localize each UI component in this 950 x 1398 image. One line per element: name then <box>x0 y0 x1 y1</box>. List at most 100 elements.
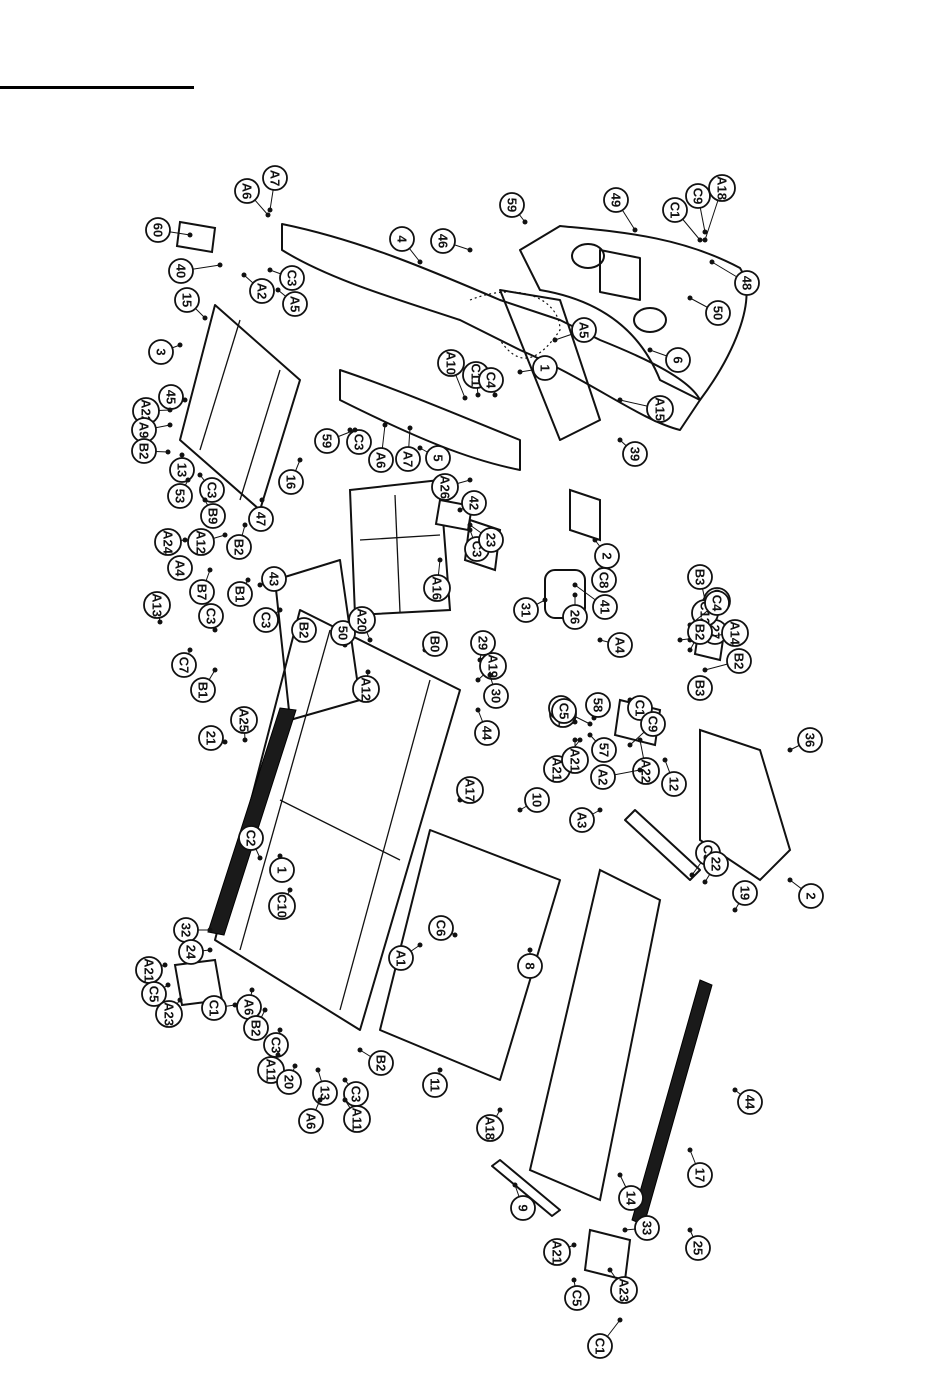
callout-label: A21 <box>568 748 583 772</box>
fastener-mark <box>687 1147 693 1153</box>
callout-circle <box>456 776 484 804</box>
callout-label: A16 <box>430 576 445 600</box>
callout-label: B2 <box>732 653 747 670</box>
callout-circle <box>704 590 730 616</box>
callout-label: A7 <box>268 170 283 187</box>
callout-circle <box>198 603 224 629</box>
callout-label: A5 <box>577 322 592 339</box>
part-callout: A12 <box>187 528 215 556</box>
callout-label: B1 <box>233 586 248 603</box>
part-callout: C7 <box>171 652 197 678</box>
fastener-mark <box>275 287 281 293</box>
callout-circle <box>483 683 509 709</box>
callout-circle <box>227 581 253 607</box>
callout-circle <box>569 807 595 833</box>
part-callout: 19 <box>732 880 758 906</box>
callout-label: 47 <box>254 512 269 526</box>
callout-circle <box>687 1162 713 1188</box>
part-callout: 44 <box>737 1089 763 1115</box>
part-callout: 20 <box>276 1069 302 1095</box>
callout-label: A5 <box>288 296 303 313</box>
fastener-mark <box>417 445 423 451</box>
part-callout: 16 <box>278 469 304 495</box>
callout-label: 11 <box>428 1078 443 1092</box>
callout-label: 2 <box>804 892 819 899</box>
callout-label: C10 <box>275 894 290 918</box>
callout-label: A19 <box>486 654 501 678</box>
part-callout: C5 <box>564 1285 590 1311</box>
callout-label: A14 <box>728 621 743 646</box>
part-callout: A6 <box>368 447 394 473</box>
part-callout: 47 <box>248 506 274 532</box>
callout-circle <box>590 764 616 790</box>
callout-circle <box>368 1050 394 1076</box>
part-callout: 13 <box>169 457 195 483</box>
callout-label: 24 <box>184 945 199 960</box>
fastener-mark <box>637 737 643 743</box>
callout-label: 1 <box>275 866 290 873</box>
callout-label: 32 <box>179 923 194 937</box>
callout-circle <box>662 197 688 223</box>
fastener-mark <box>592 537 598 543</box>
fastener-mark <box>702 667 708 673</box>
callout-label: A2 <box>255 283 270 300</box>
callout-circle <box>167 555 193 581</box>
part-callout: B2 <box>687 619 713 645</box>
part-callout: 15 <box>174 287 200 313</box>
callout-label: C3 <box>352 434 367 451</box>
callout-label: C3 <box>205 482 220 499</box>
fastener-mark <box>512 1182 518 1188</box>
fastener-mark <box>417 259 423 265</box>
callout-label: 12 <box>667 777 682 791</box>
callout-circle <box>131 438 157 464</box>
callout-circle <box>646 395 674 423</box>
fastener-mark <box>467 477 473 483</box>
fastener-mark <box>187 232 193 238</box>
fastener-mark <box>647 347 653 353</box>
callout-circle <box>797 727 823 753</box>
callout-circle <box>618 1185 644 1211</box>
part-callout: A1 <box>388 945 414 971</box>
callout-circle <box>243 1015 269 1041</box>
fastener-mark <box>317 1097 323 1103</box>
fastener-mark <box>222 532 228 538</box>
fastener-mark <box>572 719 578 725</box>
part-callout: A12 <box>352 675 380 703</box>
callout-label: A6 <box>242 999 257 1016</box>
callout-label: 19 <box>738 886 753 900</box>
callout-circle <box>610 1276 638 1304</box>
callout-circle <box>734 270 760 296</box>
part-callout: 31 <box>513 597 539 623</box>
callout-label: C8 <box>597 572 612 589</box>
part-callout: B2 <box>291 617 317 643</box>
part-callout: C4 <box>478 367 504 393</box>
callout-circle <box>431 473 459 501</box>
part-callout: 21 <box>198 725 224 751</box>
fastener-mark <box>257 582 263 588</box>
callout-circle <box>279 265 305 291</box>
callout-circle <box>737 1089 763 1115</box>
callout-circle <box>348 606 376 634</box>
callout-circle <box>422 631 448 657</box>
callout-label: C9 <box>691 188 706 205</box>
callout-label: 5 <box>431 454 446 461</box>
part-callout: 42 <box>461 490 487 516</box>
callout-circle <box>388 945 414 971</box>
callout-circle <box>726 648 752 674</box>
callout-label: 9 <box>516 1204 531 1211</box>
callout-circle <box>422 1072 448 1098</box>
part-callout: A4 <box>607 632 633 658</box>
part-callout: C8 <box>591 567 617 593</box>
callout-circle <box>732 880 758 906</box>
callout-circle <box>524 787 550 813</box>
part-callout: 22 <box>703 851 729 877</box>
callout-label: 50 <box>711 306 726 320</box>
fastener-mark <box>487 672 493 678</box>
fastener-mark <box>572 582 578 588</box>
callout-label: A11 <box>264 1058 279 1081</box>
fastener-mark <box>179 452 185 458</box>
part-callout: 24 <box>178 939 204 965</box>
fastener-mark <box>165 449 171 455</box>
callout-circle <box>253 607 279 633</box>
callout-label: A25 <box>237 708 252 732</box>
